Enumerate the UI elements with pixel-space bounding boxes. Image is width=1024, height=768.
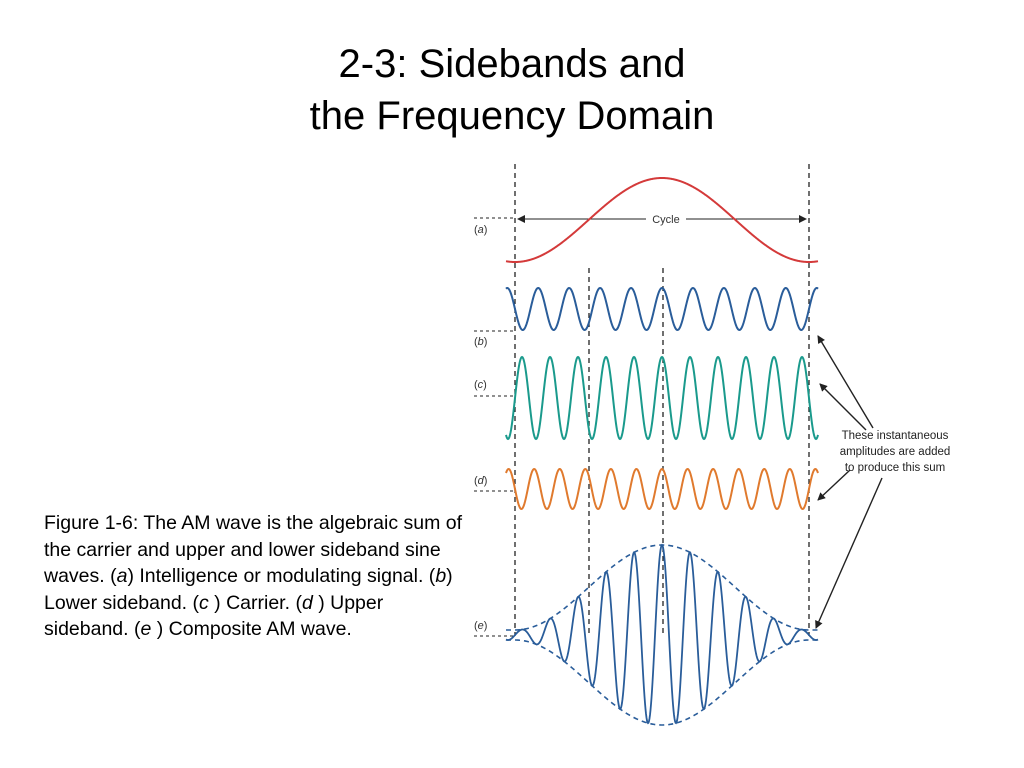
title-line-2: the Frequency Domain: [309, 94, 715, 138]
annotation-line-1: These instantaneous: [842, 430, 949, 442]
annotation-line-2: amplitudes are added: [840, 446, 951, 458]
figure-caption: Figure 1-6: The AM wave is the algebraic…: [44, 510, 464, 643]
caption-text-6: ) Composite AM wave.: [151, 618, 352, 640]
caption-b: b: [435, 565, 447, 587]
caption-text-2: ) Intelligence or modulating signal. (: [127, 565, 436, 587]
upper-sideband-wave: [505, 467, 819, 511]
row-label-d: (d): [474, 475, 487, 487]
lower-sideband-wave: [505, 286, 819, 332]
intelligence-signal-wave: [505, 177, 819, 263]
am-wave-figure: Cycle (a) (b) (c) (d) (e) These instanta…: [468, 158, 1024, 768]
caption-c: c: [199, 591, 209, 614]
envelope-top: [506, 544, 818, 631]
title-line-1: 2-3: Sidebands and: [338, 42, 686, 86]
arrow-to-lower-sideband: [817, 335, 874, 429]
caption-d: d: [301, 591, 313, 614]
annotation-line-3: to produce this sum: [845, 462, 945, 474]
caption-a: a: [116, 565, 128, 587]
am-wave-diagram: Cycle (a) (b) (c) (d) (e) These instanta…: [474, 164, 951, 726]
caption-text-1: Figure 1-6: The AM wave is the algebraic…: [44, 512, 463, 587]
row-label-c: (c): [474, 379, 487, 391]
envelope-bottom: [506, 639, 818, 726]
cycle-label: Cycle: [652, 214, 680, 226]
composite-am-wave: [505, 543, 819, 725]
carrier-wave: [505, 355, 819, 441]
arrow-to-upper-sideband: [817, 469, 851, 501]
row-label-a: (a): [474, 224, 487, 236]
row-label-b: (b): [474, 336, 487, 348]
arrow-to-composite: [815, 477, 883, 629]
row-label-e: (e): [474, 620, 487, 632]
arrow-to-carrier: [819, 383, 867, 431]
caption-text-3: ) Lower sideband. (: [44, 565, 453, 614]
caption-text-5: ) Upper sideband. (: [44, 591, 384, 641]
caption-e: e: [140, 618, 152, 640]
slide-title: 2-3: Sidebands and the Frequency Domain: [0, 38, 1024, 142]
caption-text-4: ) Carrier. (: [208, 591, 302, 614]
